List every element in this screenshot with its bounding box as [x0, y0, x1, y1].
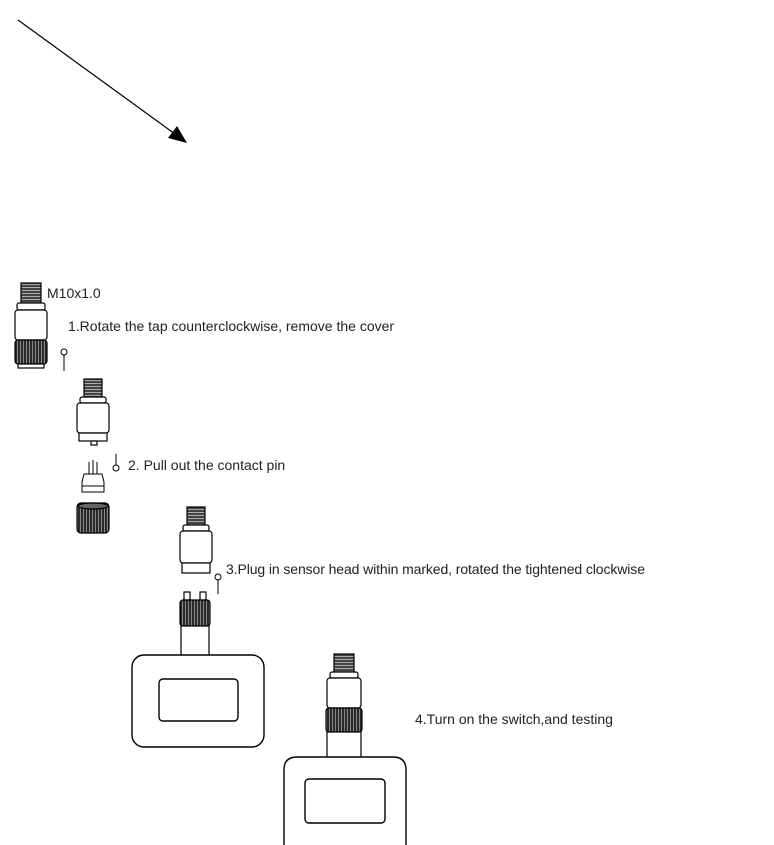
step1-pin	[60, 348, 68, 371]
step2-pin	[112, 454, 120, 472]
step-2-label: 2. Pull out the contact pin	[128, 457, 286, 473]
step-4-label: 4.Turn on the switch,and testing	[415, 711, 613, 727]
thread-spec-label: M10x1.0	[47, 285, 101, 301]
step3-connector	[179, 591, 211, 657]
step-1-label: 1.Rotate the tap counterclockwise, remov…	[68, 318, 395, 334]
meter-body-step4	[283, 756, 407, 845]
meter-body-step3	[131, 654, 265, 748]
contact-pin-holder	[81, 460, 105, 493]
removed-cover	[76, 502, 110, 534]
step-3-label: 3.Plug in sensor head within marked, rot…	[226, 561, 645, 577]
step3-pin	[214, 573, 222, 594]
step4-sensor	[325, 653, 363, 759]
step3-sensor-head	[179, 506, 213, 574]
step1-sensor	[14, 282, 48, 369]
step2-sensor	[76, 378, 110, 446]
pointer-arrow	[17, 19, 187, 143]
